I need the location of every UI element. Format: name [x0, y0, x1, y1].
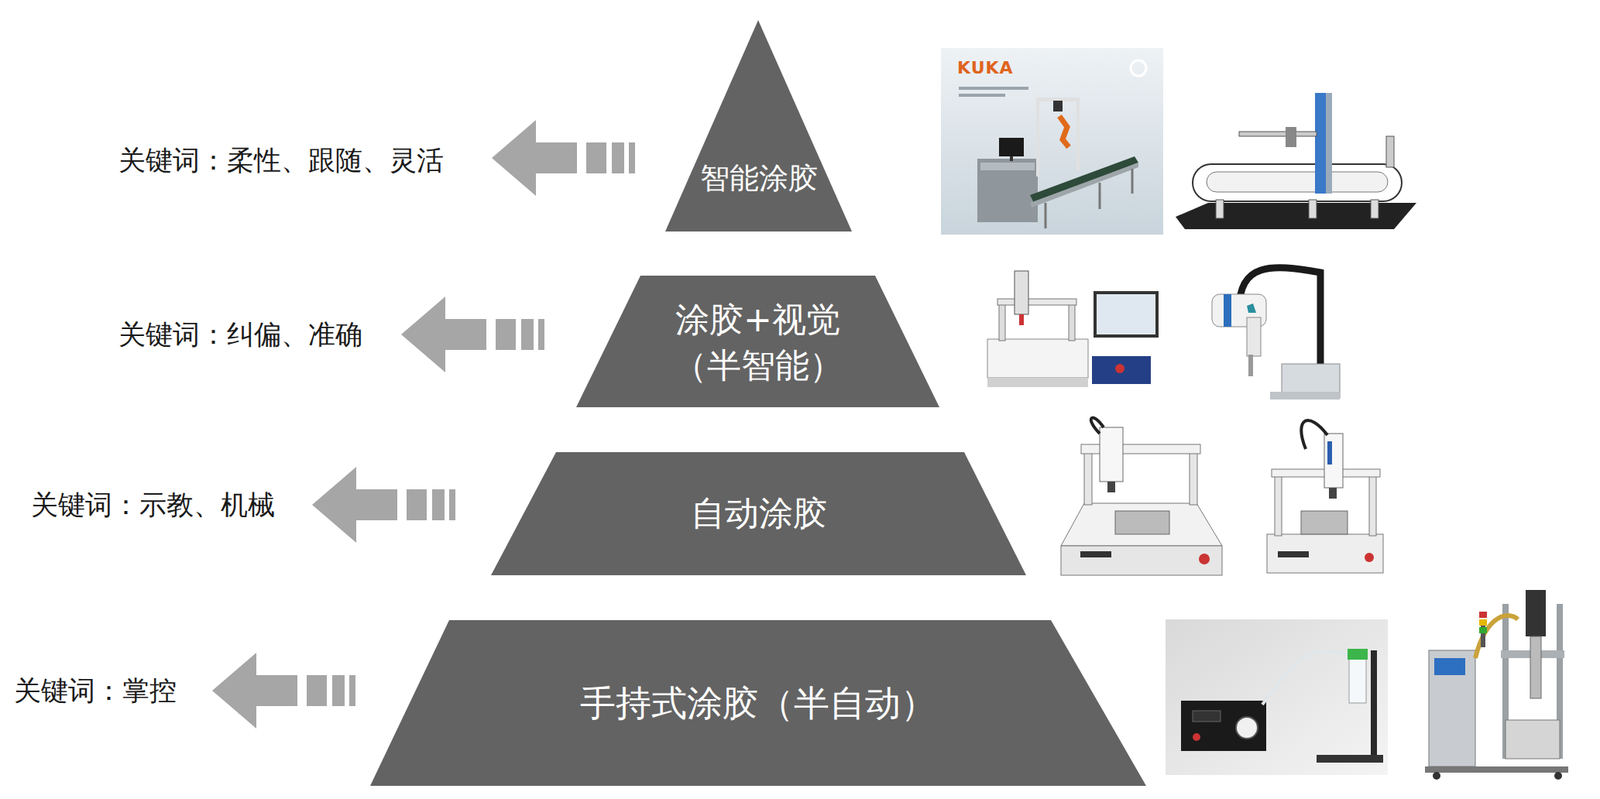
left-arrow [212, 652, 356, 729]
keyword-label: 关键词：示教、机械 [30, 488, 275, 522]
pyramid-tier: 手持式涂胶（半自动） [370, 620, 1147, 787]
desktop-dispenser [1060, 418, 1223, 576]
keyword-label: 关键词：掌控 [13, 674, 177, 708]
tier-fill [665, 20, 852, 232]
tier-label: 自动涂胶 [690, 490, 828, 536]
tier-fill [576, 275, 940, 408]
tier-fill [490, 452, 1027, 576]
tier-label: 手持式涂胶（半自动） [580, 679, 937, 728]
left-arrow [491, 120, 636, 196]
tier-label: 涂胶+视觉 （半智能） [653, 296, 863, 389]
tier-shape [576, 275, 940, 408]
desktop-dispenser [1266, 420, 1384, 574]
scara-robot [1212, 267, 1340, 400]
left-arrow [312, 466, 456, 543]
kuka-photo [940, 48, 1164, 235]
pyramid-tier: 自动涂胶 [490, 452, 1027, 576]
pyramid-tier: 智能涂胶 [665, 20, 852, 232]
vision-dispenser [987, 271, 1159, 388]
tier-fill [370, 620, 1147, 787]
left-arrow [401, 296, 545, 373]
keyword-label: 关键词：柔性、跟随、灵活 [118, 144, 444, 177]
track-machine [1175, 92, 1417, 230]
pyramid-tier: 涂胶+视觉 （半智能） [576, 275, 940, 408]
keyword-label: 关键词：纠偏、准确 [118, 318, 363, 351]
tier-shape [665, 20, 852, 232]
tier-label: 智能涂胶 [700, 158, 818, 199]
brand-logo: KUKA [957, 58, 1014, 79]
handheld-dispenser [1165, 619, 1388, 776]
barrel-pump [1424, 590, 1569, 780]
